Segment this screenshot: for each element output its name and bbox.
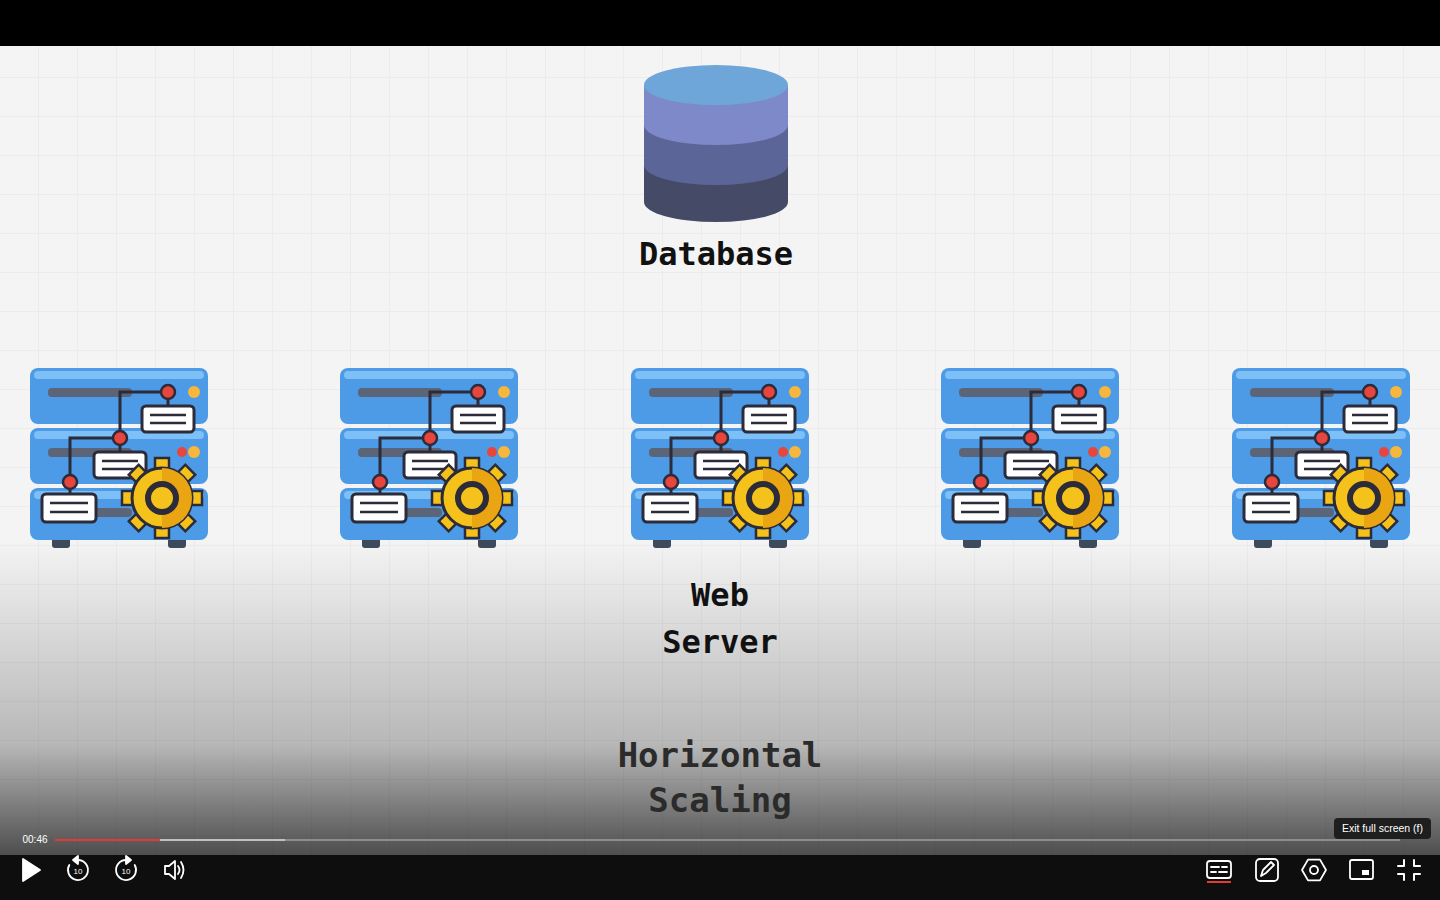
volume-waves — [178, 862, 184, 878]
control-bar — [0, 855, 1440, 900]
player-controls — [23, 856, 1420, 883]
rewind-arrow — [73, 856, 78, 864]
cylinder-top — [644, 65, 788, 105]
subtitles-icon — [1207, 861, 1231, 878]
pip-icon — [1350, 860, 1373, 879]
skip-seconds: 10 — [122, 867, 131, 876]
subtitles-lines — [1211, 867, 1227, 872]
node-label: Web Server — [657, 572, 783, 666]
node-label: Database — [639, 234, 793, 274]
exit-fullscreen-icon — [1398, 860, 1420, 880]
server-icon — [30, 368, 208, 548]
forward-arrow — [126, 856, 131, 864]
time-elapsed: 00:46 — [22, 834, 47, 846]
progress-bar — [55, 839, 1400, 841]
progress-played — [55, 839, 160, 841]
player-shade — [0, 540, 1440, 855]
notes-icon — [1256, 859, 1278, 881]
pip-window — [1362, 870, 1369, 875]
volume-icon — [165, 861, 175, 879]
server-icon — [340, 368, 518, 548]
server-icon — [1232, 368, 1410, 548]
slide-background — [0, 46, 1440, 855]
slide-caption: Horizontal Scaling — [604, 733, 836, 823]
settings-icon — [1302, 860, 1326, 881]
letterbox — [0, 0, 1440, 46]
web-server-node: Web Server — [647, 365, 793, 666]
server-row — [30, 368, 1410, 548]
progress-buffer — [55, 839, 285, 841]
database-node: Database — [629, 60, 804, 274]
progress-track — [55, 839, 1400, 841]
tooltip: Exit full screen (f) — [1334, 818, 1431, 839]
database-icon — [644, 65, 788, 222]
skip-seconds: 10 — [74, 867, 83, 876]
subtitles-active — [1207, 881, 1231, 883]
server-icon — [941, 368, 1119, 548]
play-icon — [23, 859, 40, 881]
server-icon — [631, 368, 809, 548]
settings-hub — [1310, 866, 1318, 874]
pencil-icon — [1261, 862, 1274, 876]
